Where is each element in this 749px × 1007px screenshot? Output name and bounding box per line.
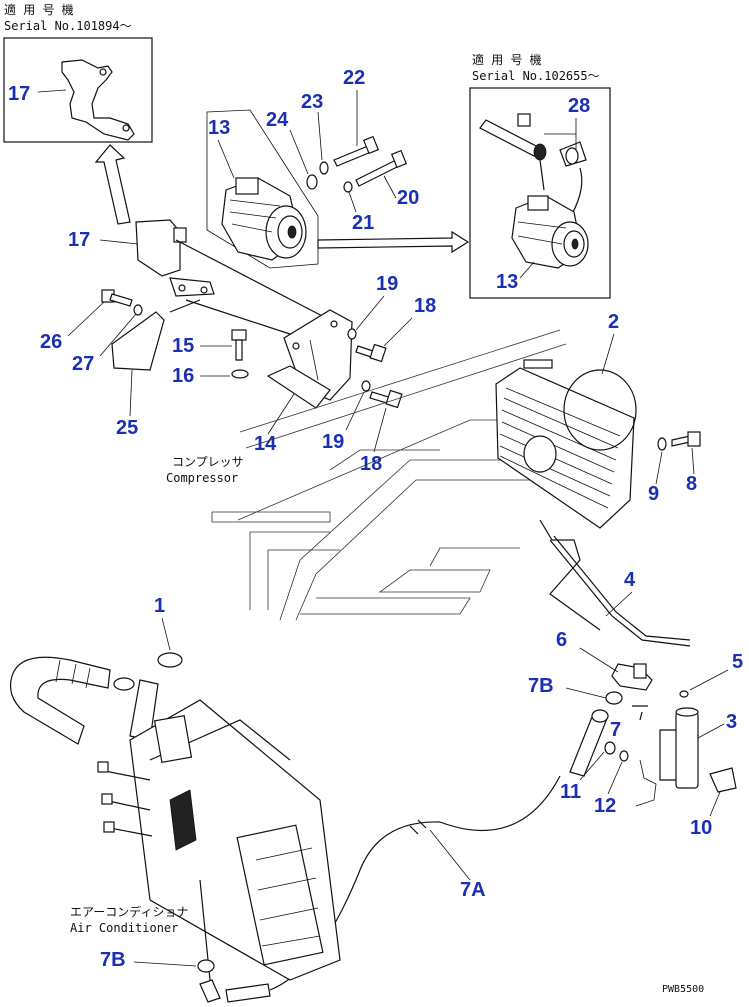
washer-23-drawing <box>319 161 329 175</box>
pipe-10-drawing <box>709 767 737 793</box>
serial-note-2-jp: 適 用 号 機 <box>472 52 542 67</box>
washer-16-drawing <box>231 369 249 379</box>
washer-19-top-drawing <box>347 328 357 340</box>
callout-12: 12 <box>594 795 616 817</box>
serial-note-1-jp: 適 用 号 機 <box>4 2 74 17</box>
callout-26: 26 <box>40 331 62 353</box>
serial-note-2: 適 用 号 機 Serial No.102655～ <box>472 52 600 83</box>
compressor-group-outline <box>206 109 319 269</box>
callout-28: 28 <box>568 95 590 117</box>
drawing-code: PWB5500 <box>662 984 704 995</box>
callout-7B-bottom: 7B <box>100 949 126 971</box>
air-conditioner-label: エアーコンディショナ Air Conditioner <box>70 904 188 935</box>
pipe-4-drawing-edge <box>553 535 691 641</box>
machine-frame-outline <box>211 329 567 621</box>
washer-27-drawing <box>133 304 143 316</box>
inset-box-bracket <box>3 37 153 143</box>
callout-20: 20 <box>397 187 419 209</box>
callout-25: 25 <box>116 417 138 439</box>
pipe-4-drawing <box>549 539 691 647</box>
serial-note-1: 適 用 号 機 Serial No.101894～ <box>4 2 132 33</box>
hose-7A-break <box>409 819 427 835</box>
hose-7A-end-fitting-drawing <box>199 979 271 1003</box>
callout-3: 3 <box>726 711 737 733</box>
callout-18-bottom: 18 <box>360 453 382 475</box>
plate-25-drawing <box>111 311 165 371</box>
air-conditioner-label-en: Air Conditioner <box>70 921 178 935</box>
callout-6: 6 <box>556 629 567 651</box>
callout-9: 9 <box>648 483 659 505</box>
callout-13-inset: 13 <box>496 271 518 293</box>
callout-23: 23 <box>301 91 323 113</box>
oring-7-drawing <box>632 705 648 721</box>
serial-note-1-serial: Serial No.101894～ <box>4 19 132 33</box>
callout-7: 7 <box>610 719 621 741</box>
compressor-label-en: Compressor <box>166 471 238 485</box>
callout-8: 8 <box>686 473 697 495</box>
condenser-2-drawing <box>495 359 637 631</box>
callout-5: 5 <box>732 651 743 673</box>
bolt-18-top-drawing <box>355 343 387 363</box>
callout-24: 24 <box>266 109 289 131</box>
callout-19-top: 19 <box>376 273 398 295</box>
callout-7B-top: 7B <box>528 675 554 697</box>
compressor-13-main-drawing <box>221 177 307 261</box>
compressor-label: コンプレッサ Compressor <box>166 455 244 485</box>
leader-28 <box>544 118 577 150</box>
callout-11: 11 <box>560 781 581 803</box>
receiver-3-drawing <box>659 707 699 789</box>
callout-10: 10 <box>690 817 712 839</box>
callout-1: 1 <box>154 595 165 617</box>
callout-14: 14 <box>254 433 277 455</box>
compressor-label-jp: コンプレッサ <box>172 455 244 469</box>
inset-compressor-13-drawing <box>511 195 589 269</box>
oring-7B-bottom-drawing <box>197 959 215 973</box>
hose-6-drawing <box>611 663 653 691</box>
callout-21: 21 <box>352 212 374 234</box>
serial-note-2-serial: Serial No.102655～ <box>472 69 600 83</box>
callout-27: 27 <box>72 353 94 375</box>
bolt-15-drawing <box>231 329 247 361</box>
callout-17-inset: 17 <box>8 83 30 105</box>
inset-bracket-17-drawing <box>37 59 135 141</box>
hose-11-drawing <box>569 709 616 777</box>
arrow-to-inset-1 <box>94 144 131 225</box>
washer-9-drawing <box>657 437 667 451</box>
callout-7A: 7A <box>460 879 486 901</box>
stay-rod-link <box>169 299 201 313</box>
bolt-26-drawing <box>101 289 133 307</box>
bolt-20-drawing <box>355 149 408 187</box>
callout-2: 2 <box>608 311 619 333</box>
bolt-8-drawing <box>671 431 701 447</box>
callout-15: 15 <box>172 335 194 357</box>
air-conditioner-label-jp: エアーコンディショナ <box>70 904 188 919</box>
bolt-18-bottom-drawing <box>369 389 403 409</box>
bracket-17-main-drawing <box>135 219 215 297</box>
callout-16: 16 <box>172 365 194 387</box>
inset-hoses-28-drawing <box>479 113 587 215</box>
callout-4: 4 <box>624 569 636 591</box>
washer-24-drawing <box>306 174 318 190</box>
callout-18-top: 18 <box>414 295 436 317</box>
callout-13-main: 13 <box>208 117 230 139</box>
bracket-14-drawing <box>266 309 353 409</box>
stay-rod-upper <box>175 239 331 321</box>
arrow-to-inset-2 <box>317 230 470 254</box>
inset-box-compressor <box>469 87 611 299</box>
washer-19-bottom-drawing <box>361 380 371 392</box>
callout-17-main: 17 <box>68 229 90 251</box>
oring-5-drawing <box>679 690 689 698</box>
callout-22: 22 <box>343 67 365 89</box>
bolt-22-drawing <box>333 135 380 167</box>
callout-19-bottom: 19 <box>322 431 344 453</box>
washer-21-drawing <box>343 181 353 193</box>
clip-drawing <box>635 759 657 807</box>
washer-12-drawing <box>619 750 629 762</box>
stay-rod-lower <box>185 299 297 337</box>
air-conditioner-unit-drawing <box>9 652 341 981</box>
oring-7B-top-drawing <box>605 691 623 705</box>
